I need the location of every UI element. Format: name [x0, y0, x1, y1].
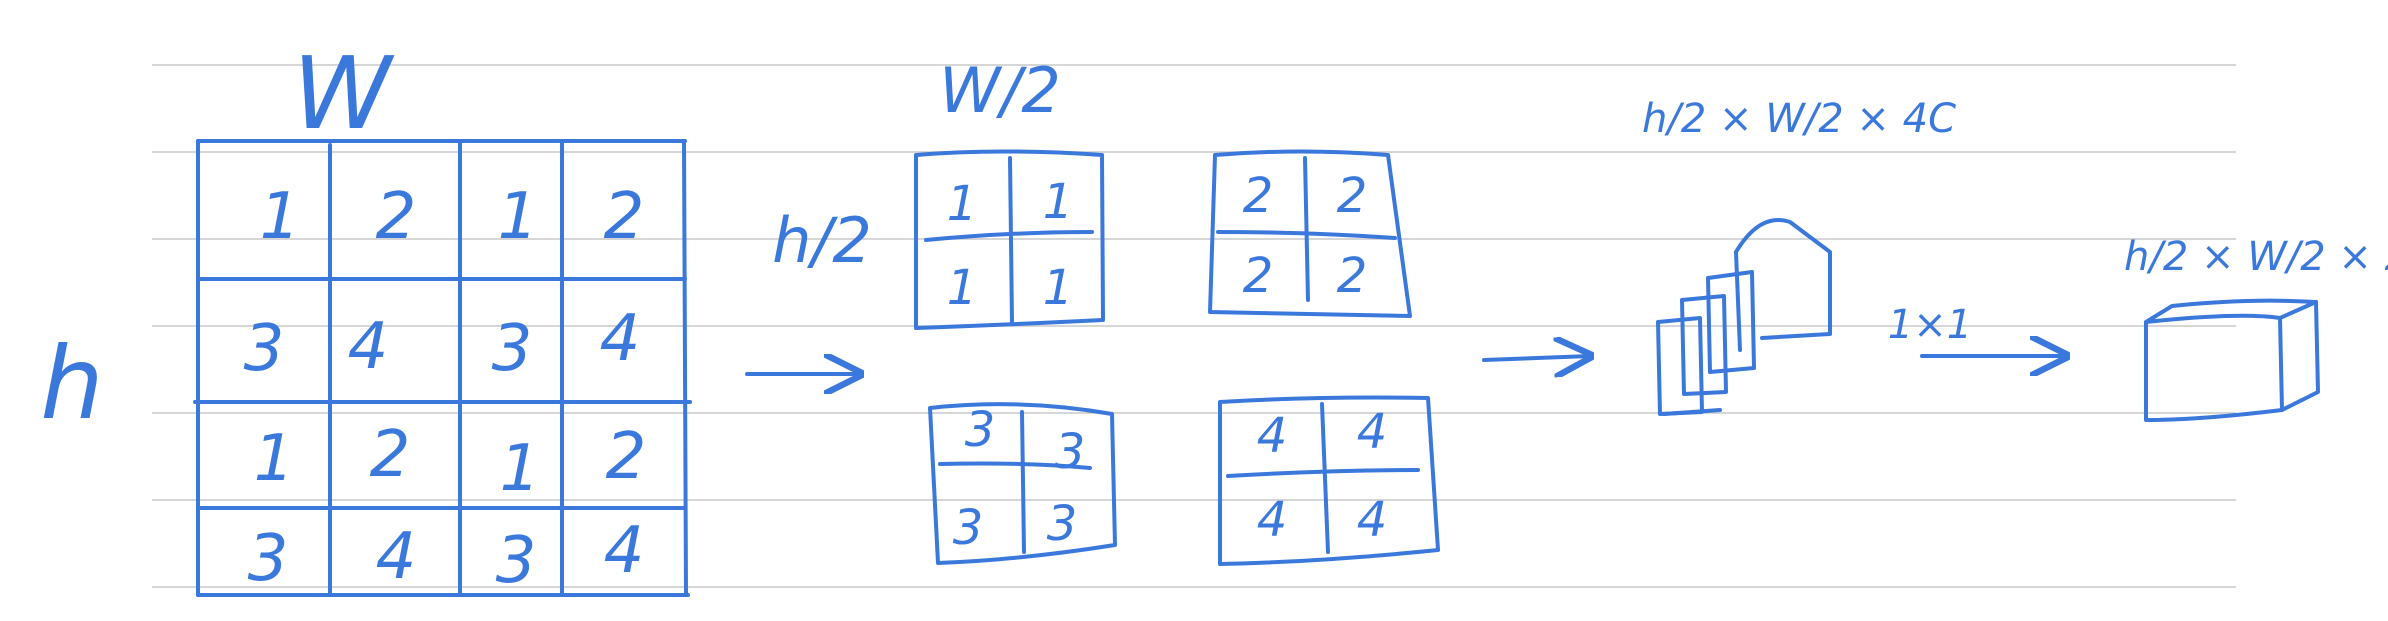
split-height-label: h/2	[772, 204, 872, 277]
ruled-lines	[152, 64, 2236, 588]
grid-cell: 4	[348, 310, 389, 384]
grid-cell: 3	[492, 312, 533, 386]
grid-cell: 4	[376, 520, 417, 594]
grid-cell: 2	[376, 180, 417, 254]
split-cell: 2	[1243, 248, 1274, 304]
split-cell: 2	[1337, 248, 1368, 304]
grid-cell: 2	[606, 420, 647, 494]
split-cell: 3	[953, 500, 984, 556]
split-cell: 2	[1337, 168, 1368, 224]
split-cell: 1	[1043, 174, 1074, 230]
grid-cell: 3	[496, 524, 537, 598]
output-shape-label: h/2 × W/2 × 2C	[2124, 234, 2388, 280]
input-grid	[193, 139, 692, 597]
grid-cells: 1 2 1 2 3 4 3 4 1 2 1 2 3 4 3 4	[244, 180, 647, 598]
split-cell: 4	[1357, 492, 1388, 548]
conv-label: 1×1	[1888, 302, 1972, 348]
split-cell: 1	[947, 260, 978, 316]
concat-stack	[1656, 218, 1832, 416]
split-cell: 3	[965, 402, 996, 458]
grid-cell: 1	[260, 180, 301, 254]
grid-cell: 2	[604, 180, 645, 254]
grid-cell: 3	[248, 522, 289, 596]
split-cell: 3	[1047, 496, 1078, 552]
split-cell: 4	[1357, 404, 1388, 460]
output-block	[2144, 298, 2320, 422]
split-cell: 3	[1055, 424, 1086, 480]
split-block-3: 3 3 3 3	[928, 402, 1117, 565]
split-block-4: 4 4 4 4	[1218, 395, 1440, 566]
grid-cell: 1	[498, 180, 539, 254]
split-block-2: 2 2 2 2	[1208, 149, 1412, 318]
split-cell: 4	[1257, 492, 1288, 548]
grid-cell: 3	[244, 312, 285, 386]
split-block-1: 1 1 1 1	[914, 149, 1105, 330]
grid-cell: 2	[370, 418, 411, 492]
grid-cell: 1	[254, 422, 295, 496]
concat-shape-label: h/2 × W/2 × 4C	[1642, 96, 1956, 142]
split-cell: 1	[947, 176, 978, 232]
grid-cell: 4	[600, 302, 641, 376]
grid-cell: 1	[500, 432, 541, 506]
grid-height-label: h	[40, 325, 103, 442]
split-cell: 2	[1243, 168, 1274, 224]
split-cell: 1	[1043, 260, 1074, 316]
split-cell: 4	[1257, 408, 1288, 464]
grid-cell: 4	[604, 514, 645, 588]
grid-width-label: W	[293, 35, 395, 152]
split-width-label: W/2	[939, 54, 1061, 127]
arrow-to-concat	[1482, 356, 1590, 360]
